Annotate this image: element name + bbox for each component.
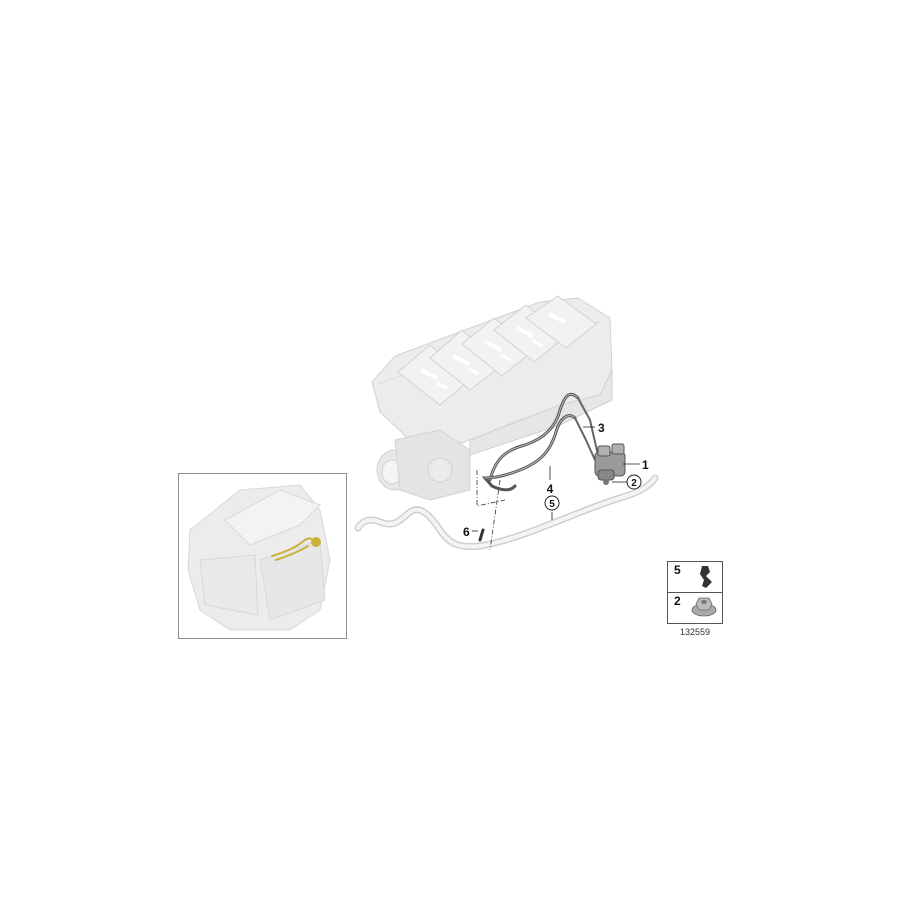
clip-icon bbox=[700, 566, 712, 588]
callout-4: 4 bbox=[547, 482, 554, 496]
nut-icon bbox=[691, 597, 717, 617]
callout-1: 1 bbox=[642, 458, 649, 472]
callout-5: 5 bbox=[544, 495, 560, 511]
svg-text:3: 3 bbox=[598, 421, 605, 435]
intake-manifold bbox=[371, 295, 613, 501]
parts-legend: 5 2 132559 bbox=[667, 561, 723, 637]
assembly-lines bbox=[476, 470, 506, 551]
svg-text:5: 5 bbox=[549, 499, 555, 510]
legend-label-2: 2 bbox=[674, 594, 681, 608]
image-number: 132559 bbox=[680, 627, 710, 637]
engine-overview-inset bbox=[178, 473, 347, 639]
svg-text:2: 2 bbox=[631, 478, 637, 489]
legend-label-5: 5 bbox=[674, 563, 681, 577]
svg-text:1: 1 bbox=[642, 458, 649, 472]
callout-2: 2 bbox=[626, 474, 642, 490]
callout-3: 3 bbox=[598, 421, 605, 435]
vacuum-hoses bbox=[481, 392, 599, 492]
solenoid-valve bbox=[594, 443, 626, 485]
svg-text:6: 6 bbox=[463, 525, 470, 539]
callout-leaders bbox=[472, 426, 640, 532]
svg-text:4: 4 bbox=[547, 482, 554, 496]
pin-part-6 bbox=[478, 528, 485, 542]
highlighted-hose-icon bbox=[271, 537, 321, 561]
callout-6: 6 bbox=[463, 525, 470, 539]
pipe bbox=[354, 474, 659, 551]
